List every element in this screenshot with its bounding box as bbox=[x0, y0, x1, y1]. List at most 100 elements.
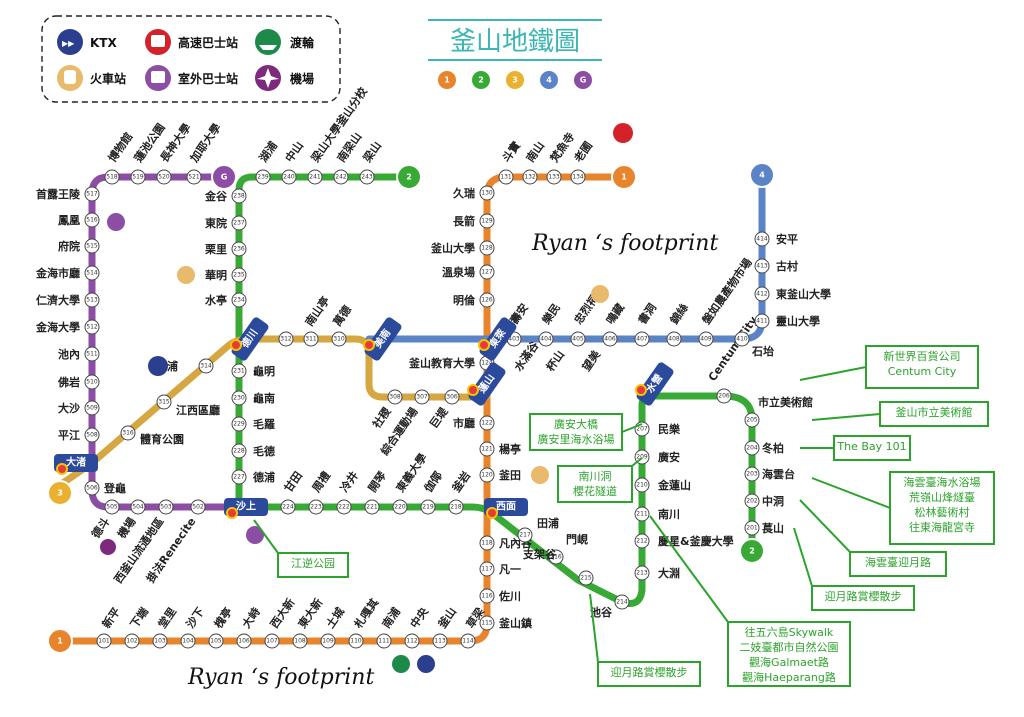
station-number: 516 bbox=[86, 217, 98, 224]
station-name: 沙下 bbox=[184, 605, 207, 630]
station-dot bbox=[348, 633, 364, 649]
station-number: 235 bbox=[233, 272, 245, 279]
station-name: 金谷 bbox=[204, 189, 228, 203]
svg-text:1: 1 bbox=[621, 173, 627, 182]
station-name: 廣安 bbox=[658, 450, 680, 464]
station-dot bbox=[198, 358, 214, 374]
station-dot bbox=[84, 186, 100, 202]
station-number: 237 bbox=[233, 220, 245, 227]
station-number: 210 bbox=[636, 482, 648, 489]
station-dot bbox=[231, 443, 247, 459]
station-dot bbox=[404, 633, 420, 649]
station-dot bbox=[331, 331, 347, 347]
station-number: 502 bbox=[192, 504, 204, 511]
callout-pointer bbox=[621, 423, 643, 433]
station-dot bbox=[236, 633, 252, 649]
station-dot bbox=[180, 633, 196, 649]
station-name: 久瑞 bbox=[453, 186, 475, 200]
station-number: 403 bbox=[508, 336, 520, 343]
station-dot bbox=[744, 440, 760, 456]
station-dot bbox=[634, 506, 650, 522]
station-number: 240 bbox=[283, 174, 295, 181]
station-dot bbox=[130, 169, 146, 185]
station-dot bbox=[281, 169, 297, 185]
station-name: 首露王陵 bbox=[36, 187, 81, 201]
station-number: 227 bbox=[233, 474, 245, 481]
station-number: 509 bbox=[86, 405, 98, 412]
station-name: 明倫 bbox=[453, 293, 476, 307]
station-number: 409 bbox=[700, 336, 712, 343]
station-number: 133 bbox=[548, 174, 560, 181]
station-number: 239 bbox=[257, 174, 269, 181]
station-name: 毛羅 bbox=[253, 417, 275, 431]
station-number: 128 bbox=[481, 245, 493, 252]
station-number: 109 bbox=[322, 638, 334, 645]
station-name: 南浦 bbox=[379, 605, 403, 631]
station-name: 石坮 bbox=[751, 344, 774, 358]
station-number: 116 bbox=[481, 593, 493, 600]
station-number: 308 bbox=[389, 394, 401, 401]
station-number: 414 bbox=[756, 236, 768, 243]
station-number: 224 bbox=[282, 504, 294, 511]
station-name: 東院 bbox=[205, 216, 227, 230]
station-number: 413 bbox=[756, 263, 768, 270]
station-number: 236 bbox=[233, 246, 245, 253]
station-number: 307 bbox=[416, 394, 428, 401]
station-number: 241 bbox=[309, 174, 321, 181]
transfer-badge bbox=[636, 362, 674, 406]
station-dot bbox=[231, 363, 247, 379]
station-name: 德斗 bbox=[88, 515, 113, 542]
station-name: 伽倻 bbox=[421, 469, 445, 495]
station-dot bbox=[479, 441, 495, 457]
station-dot bbox=[634, 331, 650, 347]
legend-box bbox=[41, 15, 341, 103]
callout-box bbox=[727, 621, 851, 687]
station-number: 242 bbox=[335, 174, 347, 181]
station-dot bbox=[517, 527, 533, 543]
callout-box bbox=[833, 435, 911, 461]
transfer-badge bbox=[231, 317, 269, 361]
station-number: 220 bbox=[394, 504, 406, 511]
station-name: 市立美術館 bbox=[758, 395, 813, 409]
station-dot bbox=[744, 412, 760, 428]
station-name: 海雲台 bbox=[762, 467, 795, 481]
station-dot bbox=[546, 169, 562, 185]
station-number: 312 bbox=[280, 336, 292, 343]
lineG-path bbox=[88, 173, 232, 511]
callout-bay101: The Bay 101 bbox=[800, 435, 911, 461]
station-dot bbox=[716, 388, 732, 404]
station-number: 406 bbox=[604, 336, 616, 343]
station-dot bbox=[614, 594, 630, 610]
station-dot bbox=[479, 467, 495, 483]
callout-text: The Bay 101 bbox=[836, 440, 906, 453]
station-name: 新平 bbox=[99, 605, 123, 631]
station-number: 102 bbox=[126, 638, 138, 645]
station-name: 槐亭 bbox=[210, 605, 235, 632]
station-name: 南山亭 bbox=[302, 294, 332, 329]
transfer-name: 大渚 bbox=[66, 456, 86, 469]
legend-label: KTX bbox=[90, 36, 117, 50]
station-number: 103 bbox=[154, 638, 166, 645]
station-name: 釜山 bbox=[434, 605, 459, 632]
station-name: 樂民 bbox=[538, 301, 563, 328]
callout-box bbox=[557, 465, 633, 503]
transfer-sasang: 沙上 bbox=[224, 498, 268, 519]
svg-text:4: 4 bbox=[759, 171, 765, 180]
station-number: 506 bbox=[86, 485, 98, 492]
station-dot bbox=[570, 169, 586, 185]
station-name: 巨堤 bbox=[426, 404, 451, 431]
line2-terminal bbox=[739, 538, 765, 564]
